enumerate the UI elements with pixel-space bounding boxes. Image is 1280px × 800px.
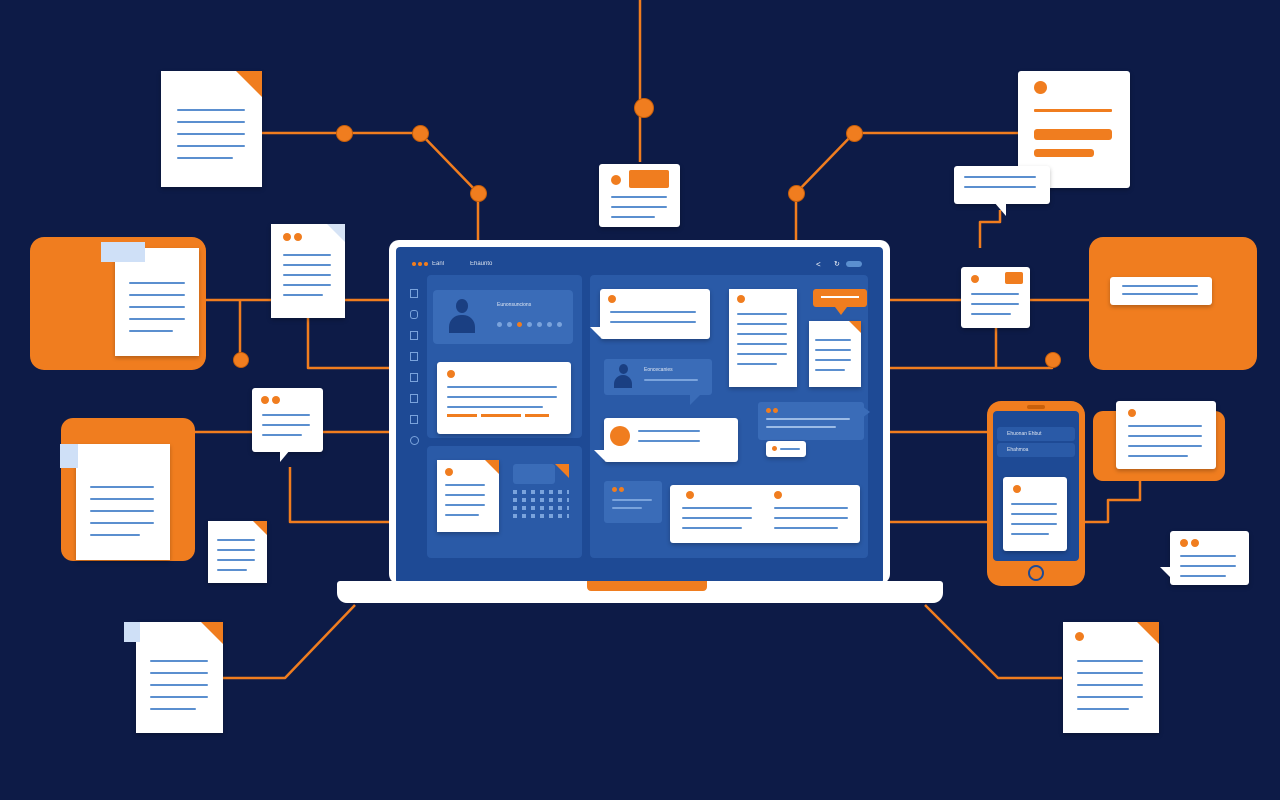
message-card[interactable] (437, 362, 571, 434)
message-card[interactable] (590, 289, 710, 339)
chat-bubble-icon (599, 164, 680, 227)
node-dot (470, 185, 487, 202)
chat-card[interactable] (604, 481, 662, 523)
node-dot (233, 352, 249, 368)
chat-card[interactable] (758, 402, 870, 440)
document-icon (101, 242, 199, 356)
home-button[interactable] (1028, 565, 1044, 581)
laptop-base (337, 581, 943, 603)
list-icon[interactable] (410, 373, 418, 382)
breadcrumb: Ehaunto (470, 261, 493, 267)
phone-screen: Ehuonan Ehbut Ehahmoa (993, 411, 1079, 561)
document-icon (161, 71, 262, 187)
phone-row-2: Ehahmoa (1007, 447, 1029, 453)
file-icon[interactable] (410, 415, 418, 424)
doc-icon[interactable] (410, 289, 418, 298)
grid-icon[interactable] (410, 352, 418, 361)
phone-icon: Ehuonan Ehbut Ehahmoa (987, 401, 1085, 586)
document-icon (124, 622, 223, 733)
panel-right: Eoncecanies (590, 275, 870, 558)
profile-card[interactable]: Eunonsuncions (433, 290, 573, 344)
sidebar (410, 289, 420, 449)
chat-icon[interactable] (410, 310, 418, 319)
laptop-icon: Eanl Ehaunto < ↻ (389, 240, 890, 584)
chat-bubble-icon (1003, 477, 1067, 551)
document-icon (208, 521, 267, 583)
refresh-icon[interactable]: ↻ (834, 261, 840, 268)
node-dot (788, 185, 805, 202)
share-icon[interactable]: < (816, 260, 821, 269)
phone-row-1: Ehuonan Ehbut (1007, 431, 1042, 437)
document-icon (1063, 622, 1159, 733)
document-icon (809, 321, 861, 387)
trackpad-notch (587, 581, 707, 591)
message-card[interactable] (670, 485, 860, 543)
calendar-icon[interactable] (513, 464, 569, 528)
node-dot (1045, 352, 1061, 368)
document-icon (60, 444, 170, 560)
settings-icon[interactable] (410, 436, 419, 445)
avatar-icon (449, 299, 475, 333)
node-dot (634, 98, 654, 118)
users-icon[interactable] (410, 331, 418, 340)
document-icon (729, 289, 797, 387)
notification-badge[interactable] (813, 289, 867, 315)
panel-left-bottom (427, 446, 582, 558)
document-icon (437, 460, 499, 532)
node-dot (846, 125, 863, 142)
chat-bubble-icon (954, 166, 1050, 216)
chat-bubble-icon (1160, 531, 1249, 585)
chart-icon[interactable] (410, 394, 418, 403)
chat-bubble-icon (252, 388, 323, 462)
laptop-screen: Eanl Ehaunto < ↻ (396, 247, 883, 584)
profile-name: Eunonsuncions (497, 302, 532, 308)
chat-bubble-icon (1110, 277, 1212, 305)
node-dot (412, 125, 429, 142)
app-title: Eanl (432, 261, 445, 267)
toggle-icon[interactable] (846, 261, 862, 267)
chat-name: Eoncecanies (644, 367, 673, 373)
panel-left-top: Eunonsuncions (427, 275, 582, 438)
node-dot (336, 125, 353, 142)
document-icon (271, 224, 345, 318)
reply-chip[interactable] (766, 441, 806, 457)
message-card[interactable] (594, 418, 738, 462)
avatar-icon (614, 364, 632, 388)
chat-bubble-icon (961, 267, 1030, 328)
chat-card[interactable]: Eoncecanies (604, 359, 712, 405)
phone-notch (1027, 405, 1045, 409)
chat-bubble-icon (1116, 401, 1216, 469)
